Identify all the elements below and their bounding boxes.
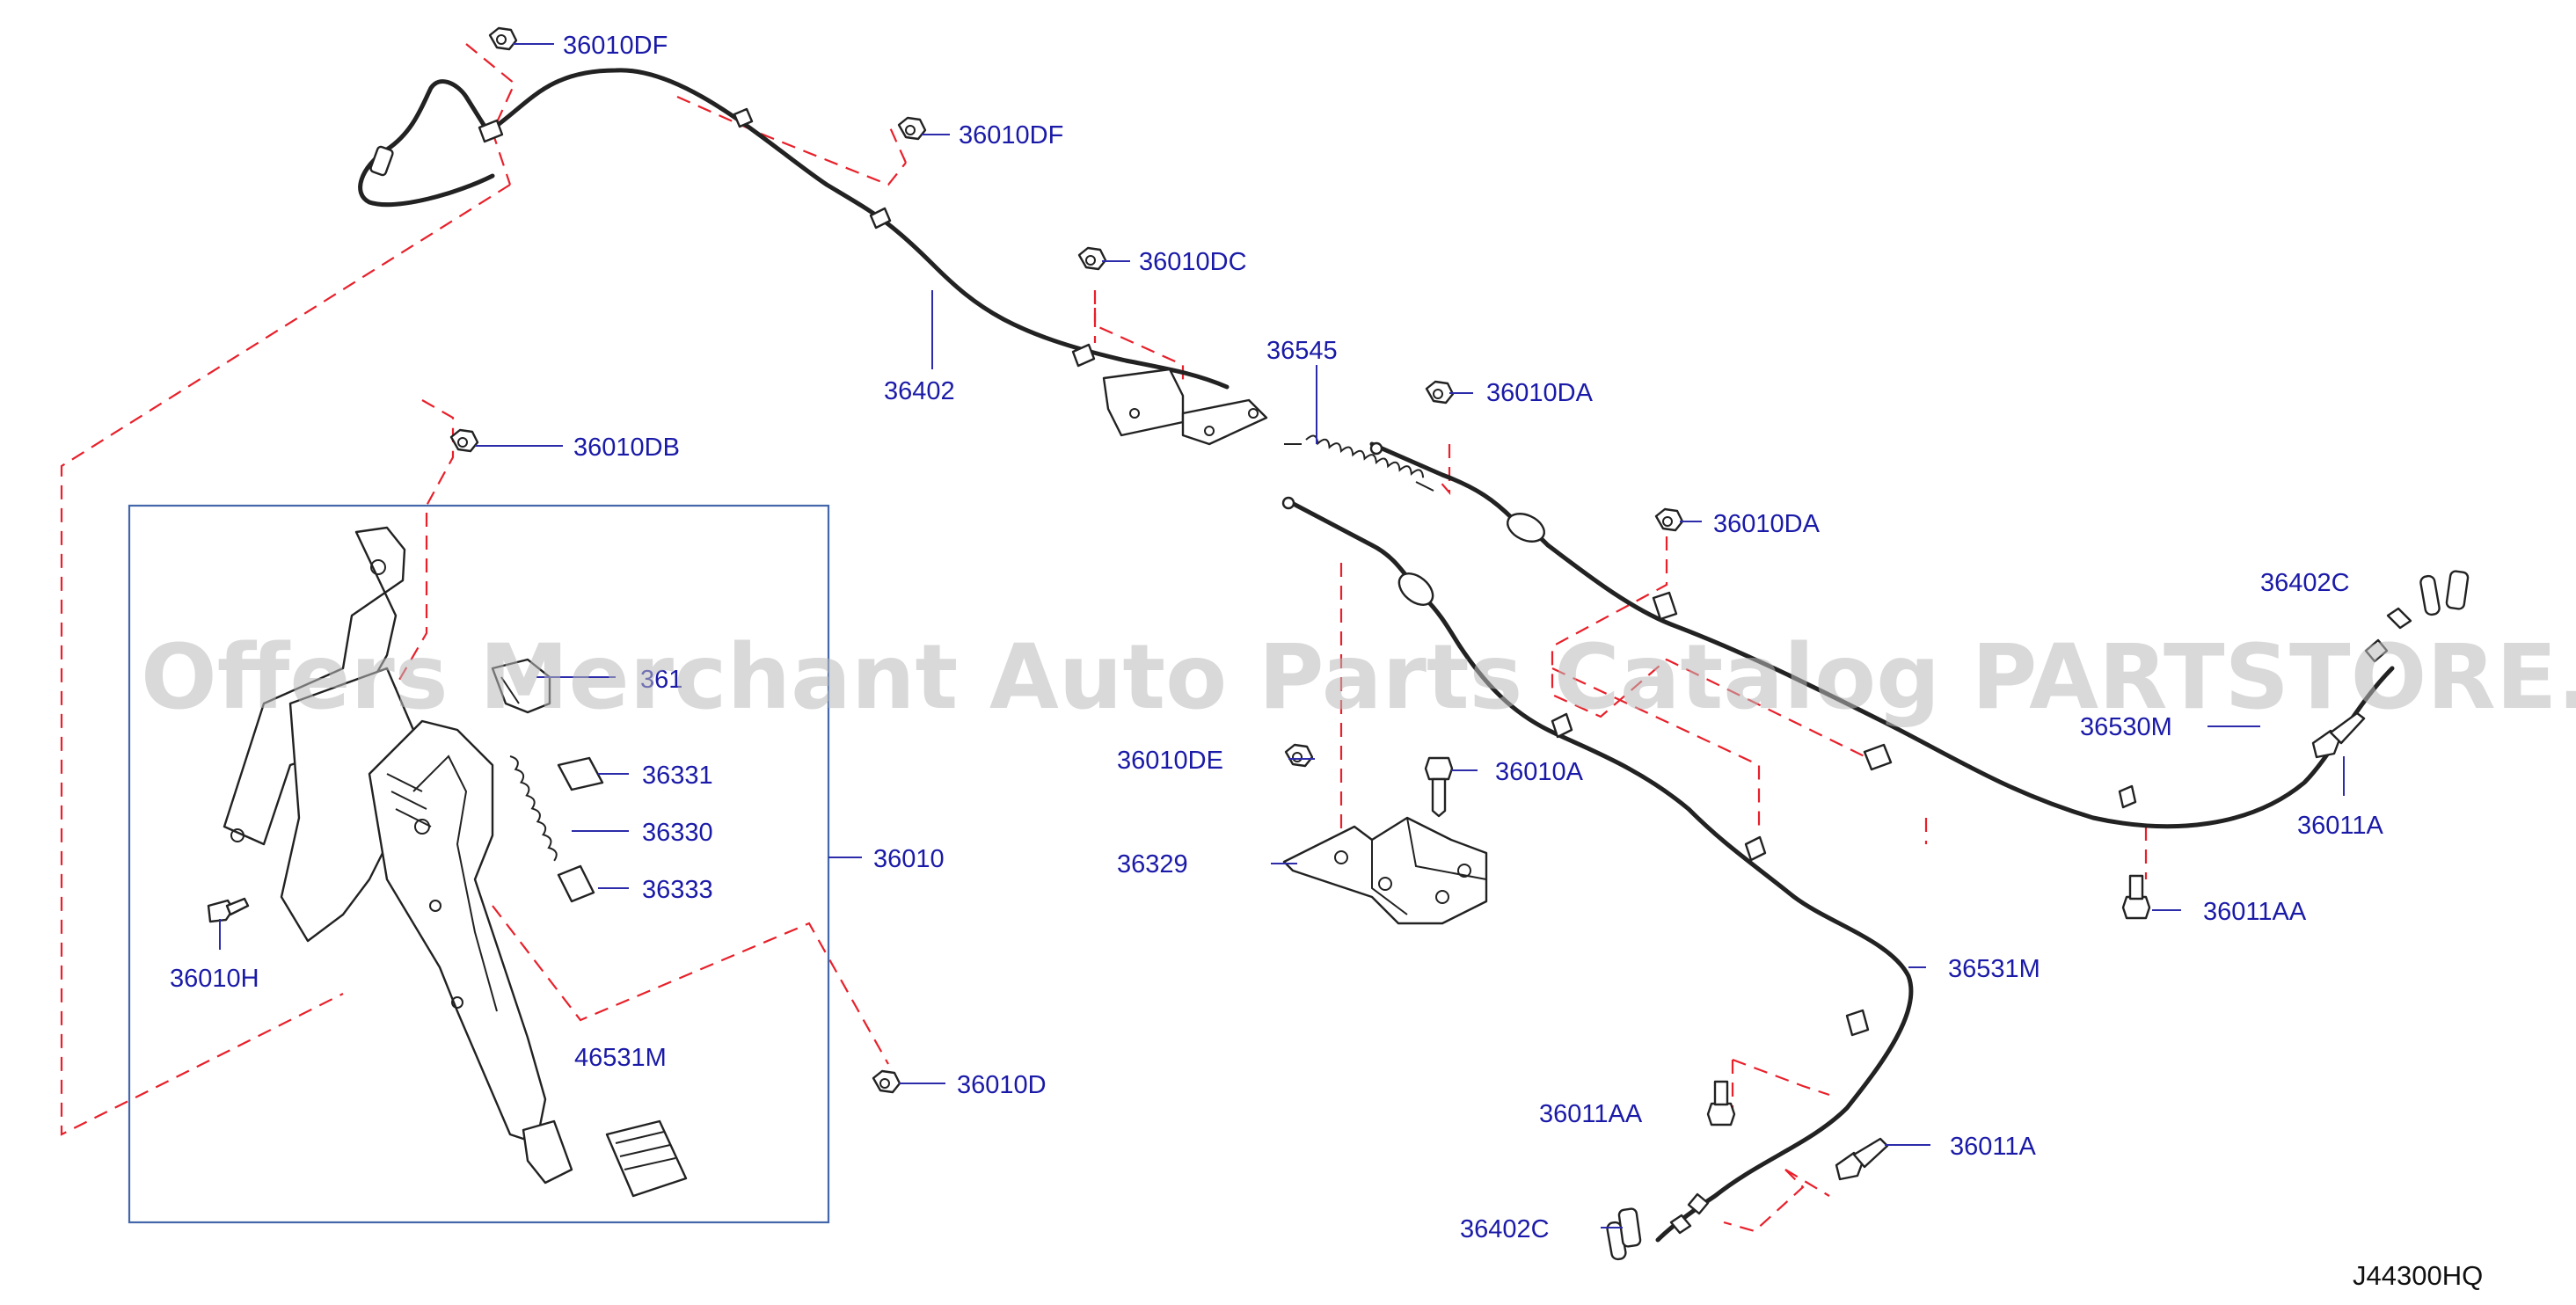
leader-lines — [219, 43, 2345, 1228]
bracket-36329 — [1282, 816, 1488, 925]
callout-labels: 36010DF 36010DF 36010DC 36402 36545 3601… — [170, 32, 2383, 1243]
bolt-36011A-b — [1835, 1137, 1889, 1181]
label-36011A-a: 36011A — [2297, 812, 2383, 840]
label-36402: 36402 — [884, 377, 955, 405]
nut-36010DF-a — [488, 26, 518, 51]
pin-36402C-a — [2445, 570, 2470, 610]
rear-cable-36531M — [1457, 644, 1914, 1261]
bolt-36010A — [1424, 756, 1454, 818]
label-36010: 36010 — [873, 845, 945, 873]
label-36333: 36333 — [642, 876, 713, 904]
front-cable-36402 — [358, 68, 1268, 446]
stopper-36333 — [557, 864, 595, 903]
label-36011AA-a: 36011AA — [2203, 898, 2307, 926]
label-36402C-a: 36402C — [2260, 569, 2350, 597]
nut-36010DC — [1077, 246, 1107, 271]
label-36010DF-a: 36010DF — [563, 32, 668, 60]
label-36010DA-b: 36010DA — [1713, 510, 1821, 538]
pedal-assembly-frame — [128, 504, 830, 1224]
pedal-assembly-36010 — [223, 526, 573, 1185]
nut-36010D — [872, 1069, 901, 1094]
label-36331: 36331 — [642, 762, 713, 790]
label-46531M: 46531M — [574, 1044, 667, 1072]
equalizer-link — [1281, 441, 1551, 649]
label-36330: 36330 — [642, 819, 713, 847]
bolt-36011AA-a — [2121, 874, 2151, 920]
nut-36010DF-b — [897, 116, 927, 141]
pin-36402C-b — [1617, 1207, 1642, 1248]
label-36010DE: 36010DE — [1117, 747, 1223, 775]
label-361: 361 — [640, 666, 682, 694]
nut-36010DA-b — [1654, 507, 1684, 532]
label-36010DB: 36010DB — [573, 434, 680, 462]
label-36010D: 36010D — [957, 1071, 1047, 1099]
nut-36010DE — [1284, 743, 1314, 768]
label-36530M: 36530M — [2080, 713, 2172, 741]
hardware-nuts-bolts — [207, 26, 2470, 1248]
label-36329: 36329 — [1117, 850, 1188, 879]
label-36011A-b: 36011A — [1950, 1133, 2036, 1161]
bolt-36011AA-b — [1706, 1080, 1736, 1126]
spring-36545 — [1284, 434, 1434, 492]
nut-36010DA-a — [1425, 380, 1455, 405]
label-36010DC: 36010DC — [1139, 248, 1247, 276]
label-36402C-b: 36402C — [1460, 1215, 1550, 1243]
label-36010A: 36010A — [1495, 758, 1584, 786]
watermark-text: Offers Merchant Auto Parts Catalog PARTS… — [141, 625, 2576, 730]
pedal-pad-46531M — [605, 1119, 688, 1198]
label-36011AA-b: 36011AA — [1539, 1100, 1643, 1128]
label-36010DF-b: 36010DF — [959, 121, 1063, 149]
rear-cable-36530M — [1545, 543, 2441, 829]
nut-36010DB — [449, 428, 479, 453]
stopper-36331 — [557, 756, 604, 791]
diagram-code: J44300HQ — [2353, 1260, 2483, 1291]
return-spring-36330 — [509, 755, 558, 862]
bolt-36011A-a — [2311, 711, 2366, 759]
label-36545: 36545 — [1266, 337, 1338, 365]
bolt-36010H — [207, 897, 250, 923]
label-36010H: 36010H — [170, 965, 259, 993]
label-36531M: 36531M — [1948, 955, 2040, 983]
label-36010DA-a: 36010DA — [1486, 379, 1594, 407]
